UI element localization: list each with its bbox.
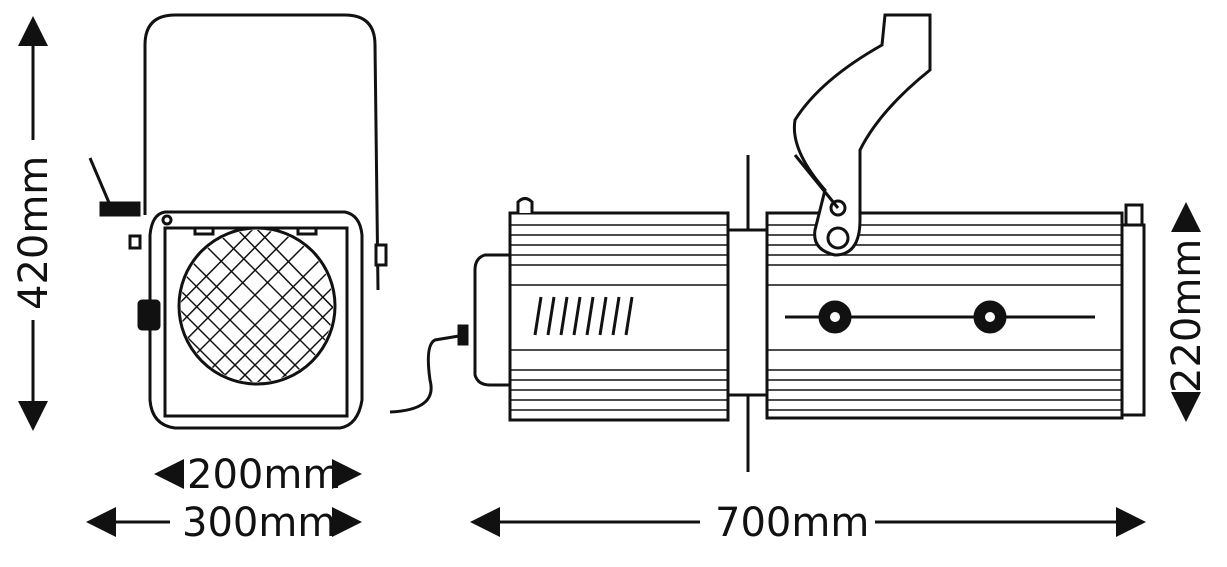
front-view-fixture bbox=[88, 13, 388, 430]
dimension-300mm: 300mm bbox=[86, 500, 362, 546]
dimension-200mm: 200mm bbox=[154, 452, 362, 498]
dimension-220mm: 220mm bbox=[1164, 202, 1210, 422]
vent-slots bbox=[533, 296, 634, 336]
label-420mm: 420mm bbox=[11, 156, 57, 310]
dimension-420mm: 420mm bbox=[11, 16, 57, 431]
side-view-fixture bbox=[389, 13, 1146, 472]
label-200mm: 200mm bbox=[187, 452, 341, 498]
dimension-700mm: 700mm bbox=[470, 500, 1146, 546]
label-220mm: 220mm bbox=[1164, 239, 1210, 393]
label-300mm: 300mm bbox=[182, 500, 336, 546]
label-700mm: 700mm bbox=[715, 500, 869, 546]
